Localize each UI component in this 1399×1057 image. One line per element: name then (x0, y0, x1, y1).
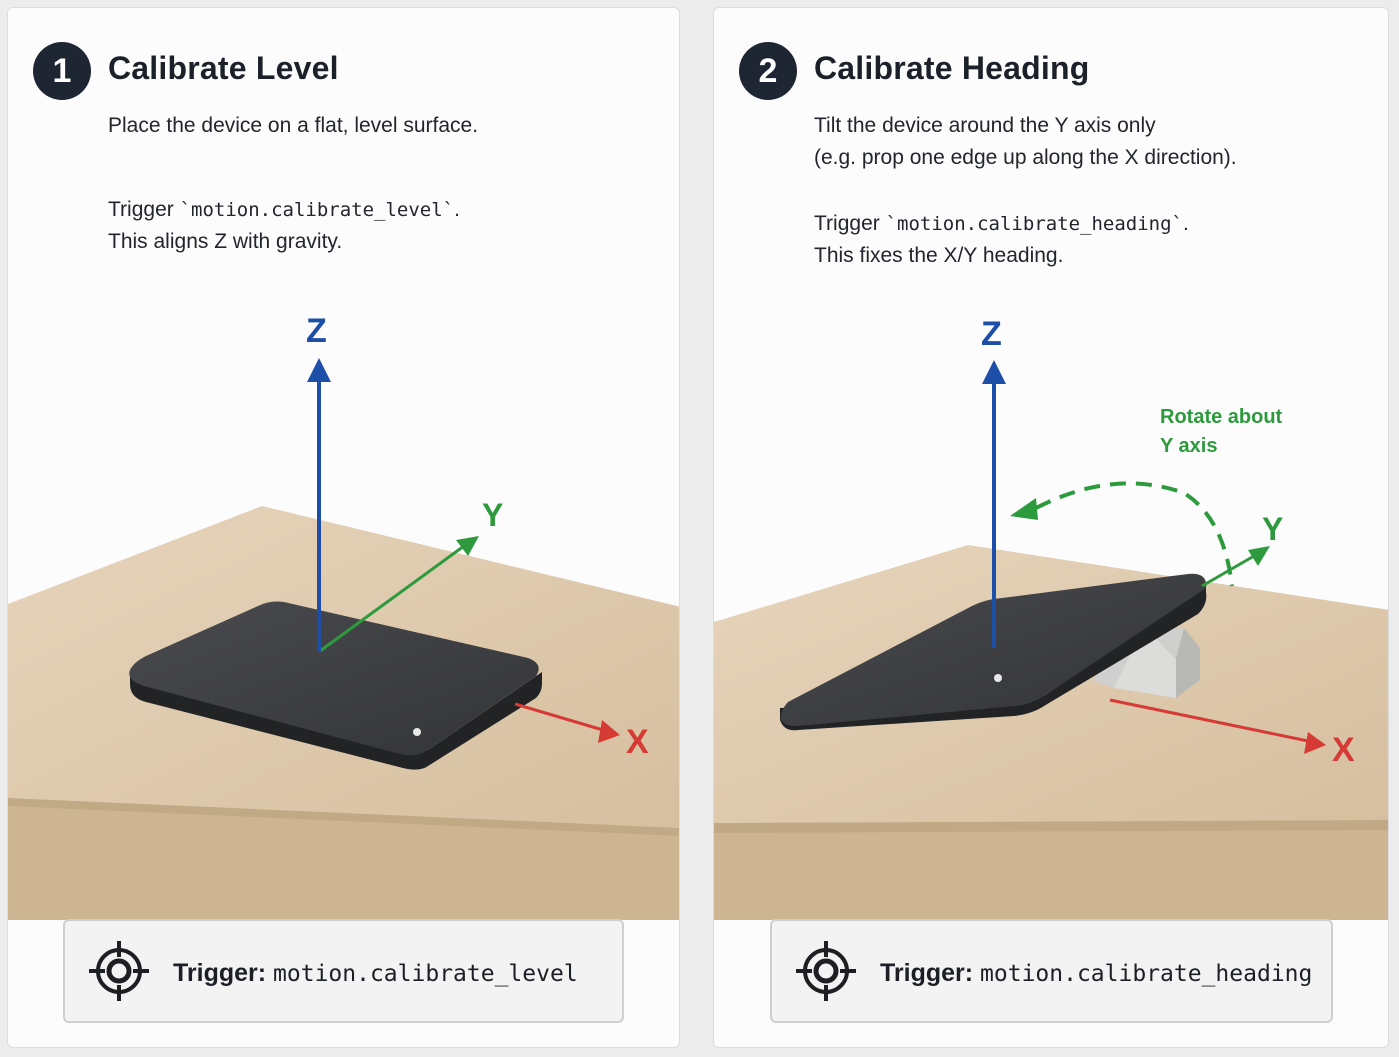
y-axis-label: Y (482, 497, 503, 533)
target-crosshair-icon (89, 941, 149, 1001)
trigger-box-text: Trigger: motion.calibrate_level (173, 959, 578, 988)
rotation-note-line-1: Rotate about (1160, 406, 1283, 428)
trigger-box-label: Trigger: (173, 959, 267, 987)
rotation-note-line-2: Y axis (1160, 435, 1217, 457)
device-led (994, 674, 1002, 682)
trigger-inline-code: `motion.calibrate_heading` (885, 213, 1183, 235)
step-number-badge: 1 (33, 42, 91, 100)
trigger-box[interactable]: Trigger: motion.calibrate_heading (770, 919, 1333, 1023)
result-line: This fixes the X/Y heading. (814, 244, 1064, 267)
support-block (1092, 626, 1200, 698)
result-line: This aligns Z with gravity. (108, 230, 343, 253)
z-axis-arrowhead (307, 358, 331, 382)
step-description: Place the device on a flat, level surfac… (108, 110, 478, 142)
trigger-box[interactable]: Trigger: motion.calibrate_level (63, 919, 624, 1023)
step-title: Calibrate Heading (814, 50, 1090, 86)
rotation-arc (1035, 481, 1234, 587)
description-line-2: (e.g. prop one edge up along the X direc… (814, 146, 1237, 169)
x-axis-arrow (514, 702, 604, 732)
rotation-arrowhead (1010, 498, 1038, 520)
z-axis-label: Z (306, 312, 327, 350)
step-number-badge: 2 (739, 42, 797, 100)
trigger-instructions: Trigger `motion.calibrate_level`. This a… (108, 194, 460, 258)
level-scene: X Y Z (8, 312, 679, 920)
y-axis-arrow (319, 544, 465, 653)
device-led (413, 728, 421, 736)
x-axis-label: X (1332, 731, 1355, 769)
x-axis-label: X (626, 723, 649, 761)
target-crosshair-icon (796, 941, 856, 1001)
heading-scene: X Y Z Rotate about Y axis (714, 315, 1388, 920)
description-line-1: Tilt the device around the Y axis only (814, 114, 1156, 137)
trigger-box-code: motion.calibrate_heading (980, 961, 1313, 987)
z-axis-label: Z (981, 315, 1002, 353)
description-line-1: Place the device on a flat, level surfac… (108, 114, 479, 137)
device (129, 601, 542, 770)
step-description: Tilt the device around the Y axis only (… (814, 110, 1237, 174)
trigger-prefix: Trigger (814, 212, 886, 235)
step-title: Calibrate Level (108, 50, 339, 86)
y-axis-arrowhead (456, 536, 479, 556)
trigger-suffix: . (454, 198, 460, 221)
trigger-inline-code: `motion.calibrate_level` (179, 199, 455, 221)
trigger-box-text: Trigger: motion.calibrate_heading (880, 959, 1312, 988)
y-axis-label: Y (1262, 511, 1283, 547)
device (780, 573, 1207, 731)
trigger-suffix: . (1183, 212, 1189, 235)
trigger-box-label: Trigger: (880, 959, 974, 987)
x-axis-arrowhead (1304, 732, 1326, 754)
step-2-card: X Y Z Rotate about Y axis 2 Calibrate He… (713, 7, 1389, 1048)
y-axis-arrowhead (1248, 546, 1270, 566)
trigger-prefix: Trigger (108, 198, 180, 221)
step-1-card: X Y Z 1 Calibrate Level Place the device… (7, 7, 680, 1048)
trigger-box-code: motion.calibrate_level (273, 961, 578, 987)
x-axis-arrow (1109, 698, 1309, 743)
trigger-instructions: Trigger `motion.calibrate_heading`. This… (814, 208, 1189, 272)
z-axis-arrowhead (982, 360, 1006, 384)
x-axis-arrowhead (598, 720, 620, 743)
